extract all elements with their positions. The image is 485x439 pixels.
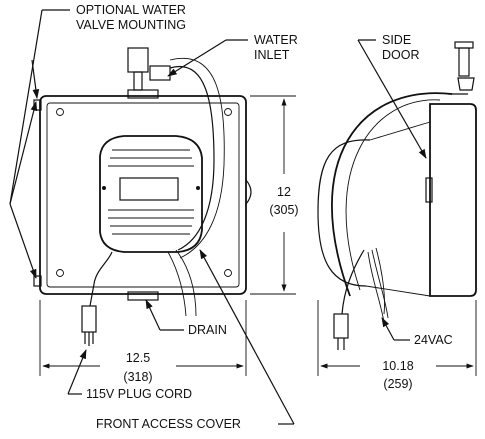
- dimension-lines: [39, 95, 477, 376]
- water-valve-stem: [133, 71, 143, 91]
- leader-drain: [145, 299, 161, 331]
- leader-water-inlet: [167, 39, 227, 77]
- label-optional-water-2: VALVE MOUNTING: [76, 18, 186, 32]
- water-valve-fitting: [149, 65, 171, 81]
- side-valve-fitting: [457, 77, 475, 91]
- wire-side-2: [371, 249, 389, 319]
- wire-front-2: [175, 249, 197, 317]
- side-body-bottom-line: [365, 285, 431, 297]
- label-side-door-1: SIDE: [382, 33, 411, 47]
- leader-optional-water-upper: [9, 101, 38, 205]
- wire-side-3: [375, 247, 385, 315]
- power-cord-side: [341, 249, 365, 315]
- leader-side-door: [357, 39, 427, 159]
- side-door-latch: [425, 177, 433, 203]
- label-optional-water-1: OPTIONAL WATER: [76, 3, 186, 17]
- label-water-inlet-1: WATER: [254, 33, 298, 47]
- side-door-arc: [331, 92, 453, 297]
- side-valve-top: [458, 47, 470, 77]
- housing-screw-left: [102, 186, 106, 190]
- side-valve-cap: [454, 41, 474, 49]
- side-knob: [245, 179, 252, 205]
- side-view: [317, 41, 477, 350]
- wire-front-1: [167, 251, 187, 317]
- screw-bottom-left: [56, 269, 64, 277]
- screw-top-left: [56, 108, 64, 116]
- screw-bottom-right: [224, 269, 232, 277]
- leader-optional-water-top: [31, 59, 40, 99]
- leader-front-cover: [199, 249, 295, 425]
- top-bracket: [127, 89, 159, 99]
- callout-leaders: [9, 9, 427, 425]
- leader-optional-water-lower: [9, 203, 37, 279]
- screw-top-right: [224, 108, 232, 116]
- fan-vents: [108, 149, 194, 235]
- fan-label-plate: [119, 177, 179, 201]
- dim-depth-mm: (259): [383, 377, 412, 391]
- bottom-drain-bracket: [127, 291, 159, 301]
- water-tube: [169, 65, 215, 251]
- leader-optional-water-v: [9, 9, 43, 205]
- labels: OPTIONAL WATER VALVE MOUNTING WATER INLE…: [76, 3, 453, 431]
- water-valve-body: [127, 47, 149, 73]
- left-bottom-bracket: [33, 275, 42, 287]
- dim-width-value: 12.5: [126, 351, 150, 365]
- leader-plug: [67, 349, 87, 395]
- label-side-door-2: DOOR: [382, 48, 420, 62]
- fan-housing: [99, 135, 203, 253]
- dim-depth-value: 10.18: [382, 359, 413, 373]
- side-body-top-line: [369, 121, 431, 141]
- plug-body: [81, 305, 97, 333]
- water-tube-outer: [169, 57, 225, 259]
- label-drain: DRAIN: [188, 323, 227, 337]
- label-24vac: 24VAC: [414, 333, 453, 347]
- dim-height-value: 12: [277, 185, 291, 199]
- dim-width-mm: (318): [123, 370, 152, 384]
- wire-side-1: [367, 251, 385, 323]
- label-water-inlet-2: INLET: [254, 48, 290, 62]
- side-body-curve: [317, 139, 371, 287]
- label-plug-cord: 115V PLUG CORD: [86, 387, 192, 401]
- dim-height-mm: (305): [269, 203, 298, 217]
- side-cabinet: [429, 103, 477, 297]
- side-plug-body: [333, 313, 349, 339]
- power-cord-front: [89, 251, 113, 307]
- front-cabinet-inner-border: [46, 102, 240, 288]
- front-cabinet-outline: [39, 95, 247, 295]
- label-front-access-cover: FRONT ACCESS COVER: [96, 417, 241, 431]
- leader-24vac: [381, 317, 395, 341]
- housing-screw-right: [196, 186, 200, 190]
- side-door-arc-inner: [345, 99, 441, 291]
- front-view: [33, 47, 252, 346]
